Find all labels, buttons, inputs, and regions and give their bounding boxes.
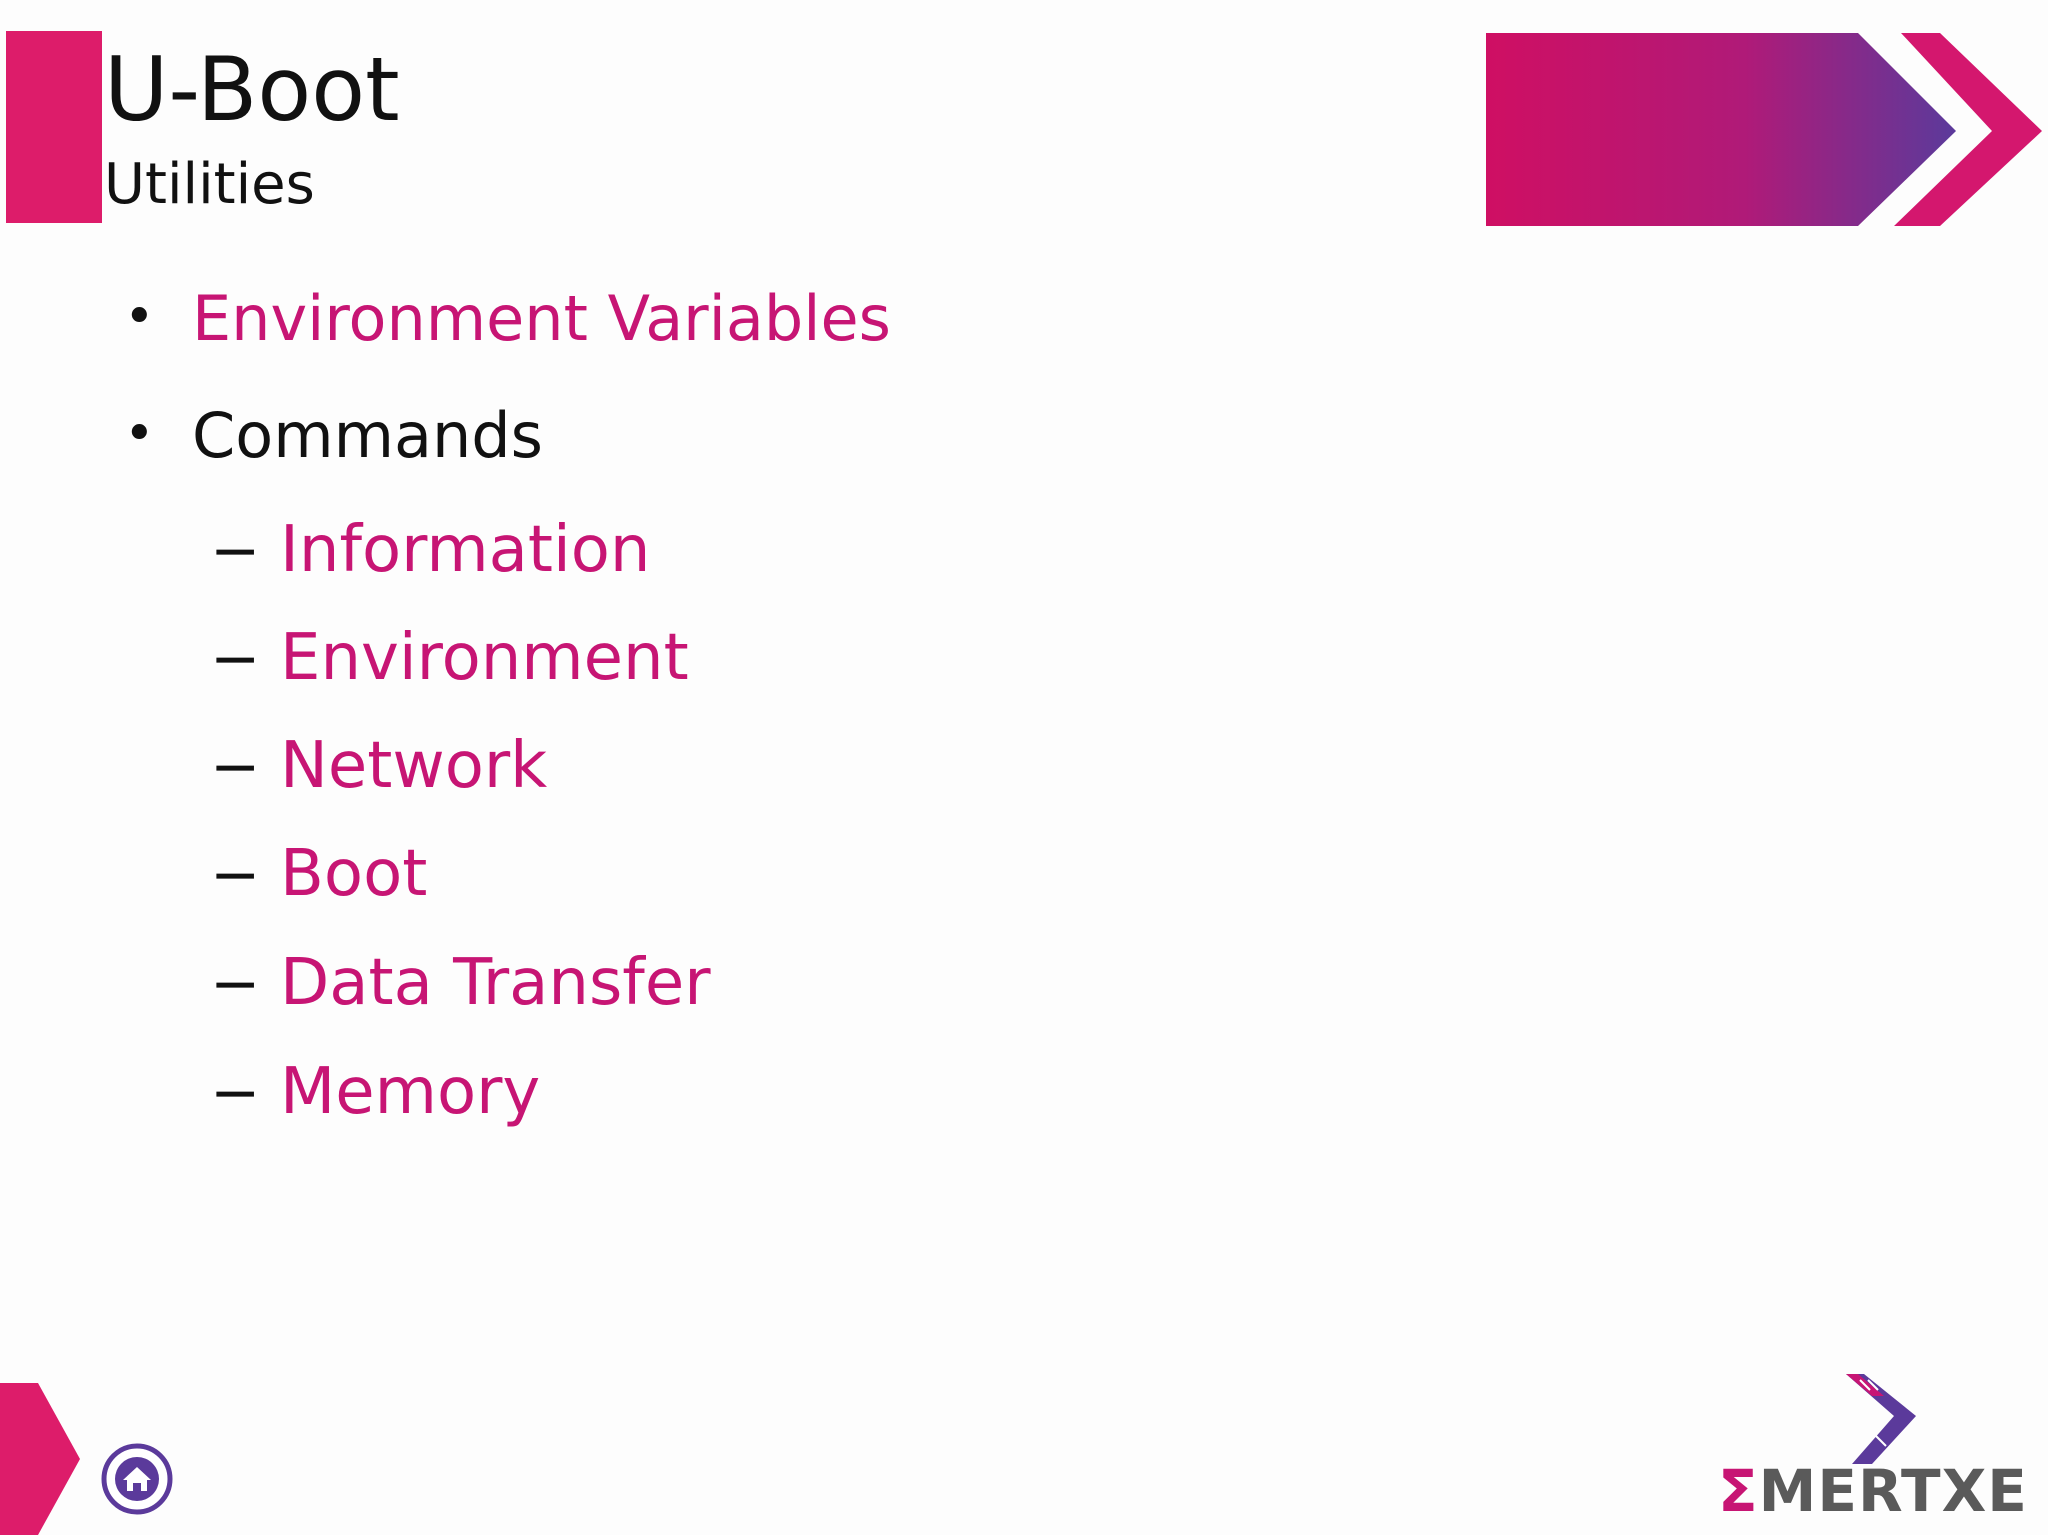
title-accent-bar xyxy=(6,31,102,223)
emertxe-logo: ΣMERTXE xyxy=(1718,1374,2028,1524)
dash-marker: − xyxy=(210,516,261,586)
dash-marker: − xyxy=(210,949,261,1019)
dash-marker: − xyxy=(210,1058,261,1128)
subitem-link-text: Memory xyxy=(280,1055,541,1129)
subitem-memory[interactable]: −Memory xyxy=(210,1060,540,1124)
logo-chevron-mark xyxy=(1846,1374,1916,1464)
header-chevron-banner xyxy=(1486,33,2042,226)
subitem-link-text: Boot xyxy=(280,837,428,911)
subitem-link-text: Data Transfer xyxy=(280,946,711,1020)
bullet-marker: • xyxy=(124,287,155,347)
footer-arrow-shape xyxy=(0,1383,80,1535)
subitem-information[interactable]: −Information xyxy=(210,518,650,582)
subitem-environment[interactable]: −Environment xyxy=(210,626,689,690)
dash-marker: − xyxy=(210,732,261,802)
slide-subtitle: Utilities xyxy=(104,152,315,217)
bullet-commands: •Commands xyxy=(124,405,543,467)
bullet-list: •Environment Variables •Commands −Inform… xyxy=(124,288,891,1125)
bullet-marker: • xyxy=(124,404,155,464)
logo-name: MERTXE xyxy=(1758,1457,2028,1525)
subitem-boot[interactable]: −Boot xyxy=(210,842,427,906)
subitem-link-text: Information xyxy=(280,513,651,587)
logo-wordmark: ΣMERTXE xyxy=(1718,1462,2028,1520)
dash-marker: − xyxy=(210,840,261,910)
subitem-link-text: Network xyxy=(280,729,548,803)
slide-title: U-Boot xyxy=(104,38,400,141)
bullet-link-text: Environment Variables xyxy=(192,282,891,355)
bullet-text: Commands xyxy=(192,399,543,472)
subitem-data-transfer[interactable]: −Data Transfer xyxy=(210,951,711,1015)
dash-marker: − xyxy=(210,624,261,694)
home-icon[interactable] xyxy=(101,1443,173,1515)
bullet-environment-variables[interactable]: •Environment Variables xyxy=(124,288,891,350)
subitem-link-text: Environment xyxy=(280,621,689,695)
subitem-network[interactable]: −Network xyxy=(210,734,547,798)
logo-sigma: Σ xyxy=(1718,1457,1759,1525)
